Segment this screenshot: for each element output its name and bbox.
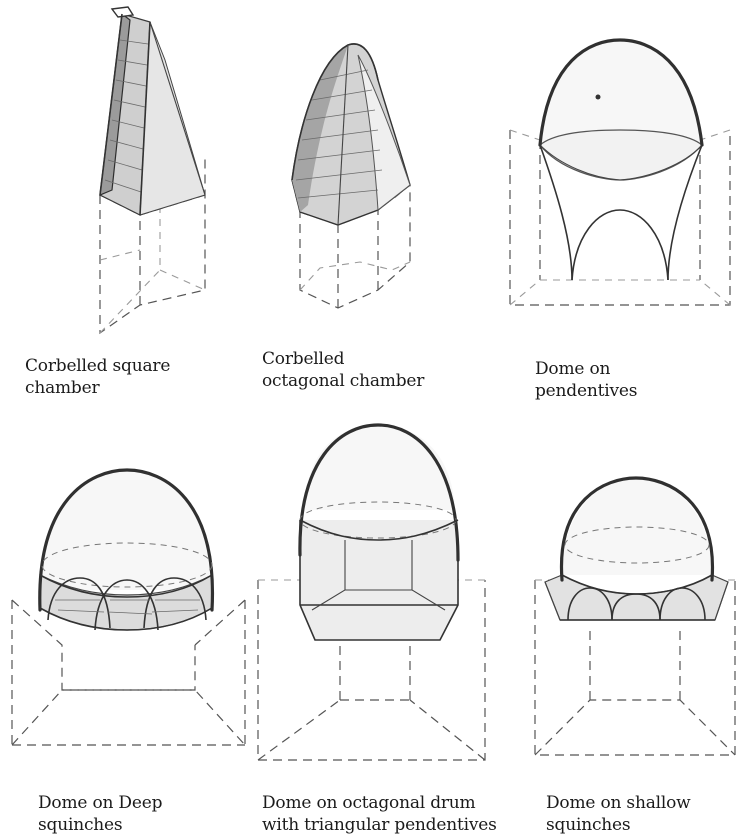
caption-line: Dome on Deep <box>38 792 162 814</box>
caption-line: Corbelled square <box>25 355 170 377</box>
caption-dome-on-pendentives: Dome on pendentives <box>535 358 637 402</box>
corbelled-octagonal-vault <box>292 44 410 225</box>
caption-dome-on-deep-squinches: Dome on Deep squinches <box>38 792 162 836</box>
caption-line: Dome on octagonal drum <box>262 792 497 814</box>
figure-dome-on-pendentives <box>510 40 730 305</box>
figure-corbelled-octagonal-chamber <box>292 44 410 308</box>
octagonal-drum-dome <box>300 425 458 640</box>
caption-line: squinches <box>38 814 162 836</box>
caption-line: with triangular pendentives <box>262 814 497 836</box>
caption-line: pendentives <box>535 380 637 402</box>
figure-dome-on-octagonal-drum <box>258 425 485 760</box>
caption-line: chamber <box>25 377 170 399</box>
caption-line: squinches <box>546 814 691 836</box>
figure-dome-on-deep-squinches <box>12 470 245 745</box>
caption-dome-on-octagonal-drum: Dome on octagonal drum with triangular p… <box>262 792 497 836</box>
pendentive-dome <box>540 40 702 280</box>
shallow-squinch-dome <box>545 478 728 620</box>
corbelled-spire <box>100 7 205 215</box>
dome-mark <box>596 95 601 100</box>
caption-line: Corbelled <box>262 348 424 370</box>
caption-line: Dome on shallow <box>546 792 691 814</box>
caption-line: Dome on <box>535 358 637 380</box>
caption-corbelled-square-chamber: Corbelled square chamber <box>25 355 170 399</box>
caption-dome-on-shallow-squinches: Dome on shallow squinches <box>546 792 691 836</box>
figure-corbelled-square-chamber <box>100 7 205 333</box>
caption-line: octagonal chamber <box>262 370 424 392</box>
deep-squinch-dome <box>40 470 213 630</box>
caption-corbelled-octagonal-chamber: Corbelled octagonal chamber <box>262 348 424 392</box>
figure-dome-on-shallow-squinches <box>535 478 735 755</box>
